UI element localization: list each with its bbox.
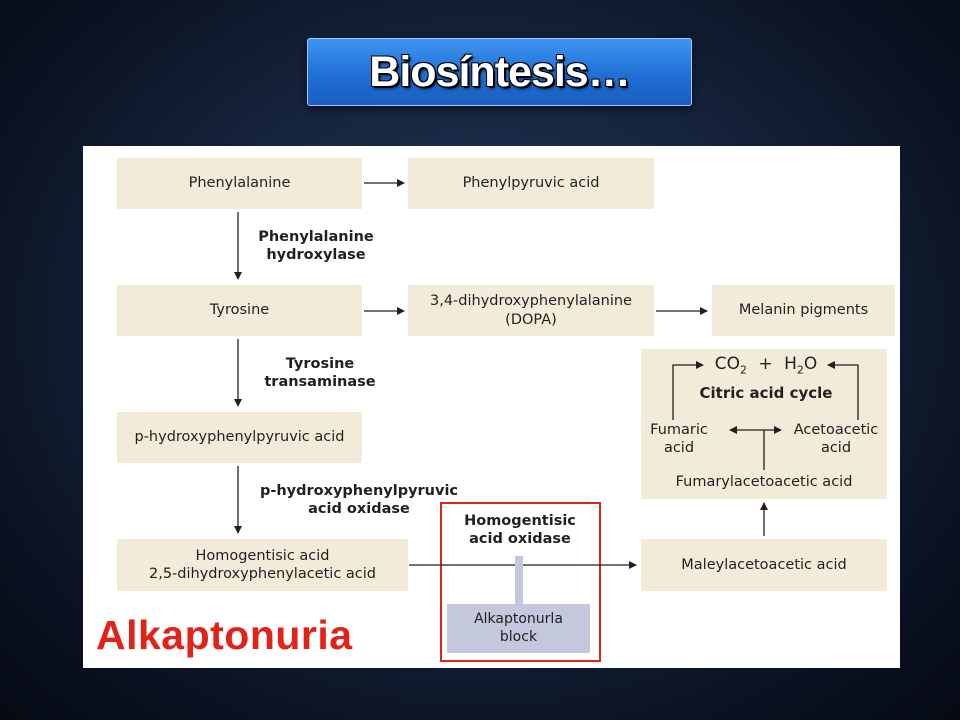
citric-acid-cycle-box — [641, 349, 887, 499]
enzyme-hgd-line1: Homogentisic — [464, 513, 576, 529]
node-tyrosine: Tyrosine — [117, 285, 362, 336]
node-phenylpyruvic-acid: Phenylpyruvic acid — [408, 158, 654, 209]
enzyme-hppd-line2: acid oxidase — [308, 501, 410, 518]
node-p-hydroxyphenylpyruvic-acid: p-hydroxyphenylpyruvic acid — [117, 412, 362, 463]
h2o-subscript: 2 — [796, 363, 804, 377]
enzyme-pah-line2: hydroxylase — [266, 247, 366, 264]
node-dopa-line1: 3,4-dihydroxyphenylalanine — [430, 293, 632, 310]
title-banner: Biosíntesis… — [307, 38, 692, 106]
alkaptonuria-block-box: Alkaptonurla block — [447, 604, 590, 653]
co2-base: CO — [714, 354, 740, 374]
block-connector — [515, 556, 523, 604]
acetoacetic-line1: Acetoacetic — [793, 422, 879, 438]
enzyme-hppd-line1: p-hydroxyphenylpyruvic — [259, 483, 459, 499]
node-maleylacetoacetic-acid: Maleylacetoacetic acid — [641, 539, 887, 591]
node-maleylacetoacetic-acid-label: Maleylacetoacetic acid — [681, 556, 847, 573]
h2o-label: H2O — [784, 354, 818, 377]
enzyme-homogentisic-acid-oxidase: Homogentisic acid oxidase — [446, 512, 594, 548]
fumaric-line1: Fumaric — [650, 422, 708, 438]
enzyme-tat-line2: transaminase — [264, 374, 376, 391]
h2o-h: H — [784, 354, 797, 374]
alkaptonuria-label: Alkaptonuria — [96, 612, 353, 658]
node-tyrosine-label: Tyrosine — [209, 302, 270, 319]
acetoacetic-line2: acid — [820, 440, 852, 457]
enzyme-tyrosine-transaminase: Tyrosine transaminase — [262, 355, 378, 391]
node-homogentisic-acid: Homogentisic acid 2,5-dihydroxyphenylace… — [117, 539, 408, 591]
node-phenylalanine-label: Phenylalanine — [188, 175, 291, 192]
h2o-o: O — [803, 354, 818, 374]
node-dopa: 3,4-dihydroxyphenylalanine (DOPA) — [408, 285, 654, 336]
fumaric-acid-label: Fumaric acid — [644, 421, 714, 457]
enzyme-phenylalanine-hydroxylase: Phenylalanine hydroxylase — [246, 228, 386, 264]
fumarylacetoacetic-acid-label: Fumarylacetoacetic acid — [675, 474, 853, 490]
enzyme-hgd-line2: acid oxidase — [469, 531, 571, 548]
arrow-fumaric-to-co2 — [672, 361, 704, 420]
co2-h2o-equation: CO2 + H2O — [706, 354, 826, 377]
citric-acid-cycle-label: Citric acid cycle — [699, 384, 833, 402]
enzyme-pah-line1: Phenylalanine — [258, 229, 374, 245]
slide-title: Biosíntesis… — [369, 47, 630, 96]
node-phenylpyruvic-acid-label: Phenylpyruvic acid — [462, 175, 600, 192]
plus-sign: + — [758, 354, 773, 374]
node-phenylalanine: Phenylalanine — [117, 158, 362, 209]
node-homogentisic-acid-line1: Homogentisic acid — [195, 547, 330, 564]
arrow-acetoacetic-to-h2o — [827, 361, 859, 420]
acetoacetic-acid-label: Acetoacetic acid — [783, 421, 889, 457]
node-p-hydroxyphenylpyruvic-acid-label: p-hydroxyphenylpyruvic acid — [134, 429, 345, 446]
fumaric-line2: acid — [663, 440, 695, 457]
block-line2: block — [499, 628, 538, 645]
co2-label: CO2 — [714, 354, 747, 377]
co2-subscript: 2 — [740, 363, 747, 377]
enzyme-tat-line1: Tyrosine — [285, 356, 355, 372]
enzyme-p-hydroxyphenylpyruvic-acid-oxidase: p-hydroxyphenylpyruvic acid oxidase — [246, 482, 472, 518]
node-melanin-pigments-label: Melanin pigments — [738, 302, 869, 319]
node-melanin-pigments: Melanin pigments — [712, 285, 895, 336]
node-homogentisic-acid-line2: 2,5-dihydroxyphenylacetic acid — [148, 566, 376, 582]
node-dopa-line2: (DOPA) — [505, 311, 557, 328]
block-line1: Alkaptonurla — [474, 611, 563, 627]
